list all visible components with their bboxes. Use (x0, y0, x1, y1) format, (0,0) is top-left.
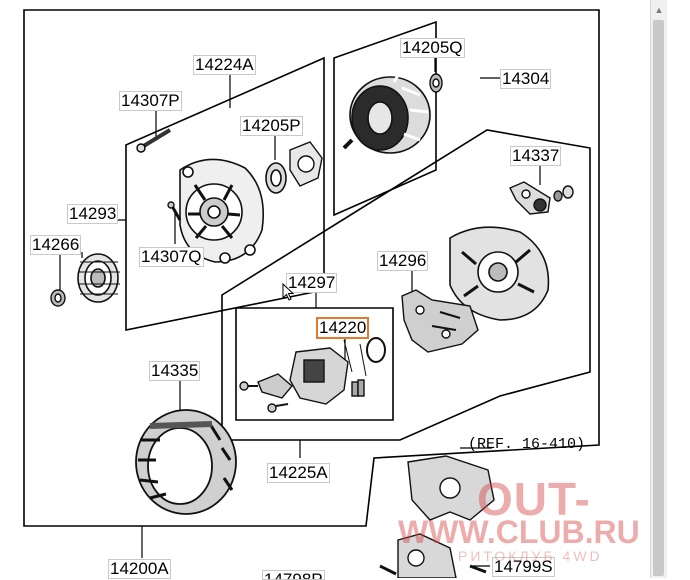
frame-panel-14304 (333, 20, 437, 217)
regulator-screws (239, 373, 293, 413)
front-frame-14224A (179, 158, 265, 264)
stator-14335 (135, 409, 237, 515)
bolt-14307P (136, 128, 172, 153)
frame-panel-14225A (221, 129, 591, 441)
part-label-14220-highlighted[interactable]: 14220 (316, 317, 370, 339)
part-label-14799S[interactable]: 14799S (492, 557, 555, 577)
part-label-14293[interactable]: 14293 (67, 204, 119, 224)
reference-note[interactable]: (REF. 16-410) (468, 436, 586, 453)
pulley-14293 (77, 253, 120, 303)
part-label-14205P[interactable]: 14205P (240, 116, 303, 136)
vertical-scrollbar[interactable]: ▲ (650, 0, 667, 578)
part-label-14335[interactable]: 14335 (149, 361, 201, 381)
part-label-14205Q[interactable]: 14205Q (400, 38, 465, 58)
terminal-14337 (509, 181, 574, 215)
part-label-14296[interactable]: 14296 (377, 251, 429, 271)
mouse-cursor-icon (282, 283, 294, 301)
nut-14266 (50, 289, 66, 307)
screw-14307Q (167, 201, 182, 221)
part-label-14224A[interactable]: 14224A (193, 55, 256, 75)
rectifier-14296 (401, 289, 479, 353)
outer-boundary (23, 9, 600, 527)
part-label-14337[interactable]: 14337 (510, 146, 562, 166)
scroll-up-arrow-icon[interactable]: ▲ (654, 5, 664, 15)
part-label-14297[interactable]: 14297 (286, 273, 338, 293)
part-label-14307Q[interactable]: 14307Q (139, 247, 204, 267)
part-label-14266[interactable]: 14266 (30, 235, 82, 255)
watermark-text-line3: РИТОКЛУБ 4WD (458, 548, 603, 564)
starter-assembly (379, 455, 495, 578)
watermark-text-line2: WWW.CLUB.RU (398, 514, 640, 550)
watermark-text-line1: OUT- (477, 473, 591, 525)
retainer-plate (289, 141, 323, 187)
scrollbar-thumb[interactable] (653, 20, 664, 576)
part-label-14304[interactable]: 14304 (500, 69, 552, 89)
part-label-14307P[interactable]: 14307P (119, 91, 182, 111)
bearing-14205P (265, 162, 287, 194)
alternator-exploded-diagram (23, 9, 600, 578)
part-label-14798P[interactable]: 14798P (262, 570, 325, 580)
part-label-14200A[interactable]: 14200A (108, 559, 171, 579)
brush-holder-14220 (289, 337, 386, 405)
bearing-14205Q (429, 73, 443, 93)
frame-panel-14297 (235, 307, 394, 421)
rotor-14304 (342, 71, 431, 154)
rear-frame-14296 (449, 226, 550, 321)
part-label-14225A[interactable]: 14225A (267, 463, 330, 483)
